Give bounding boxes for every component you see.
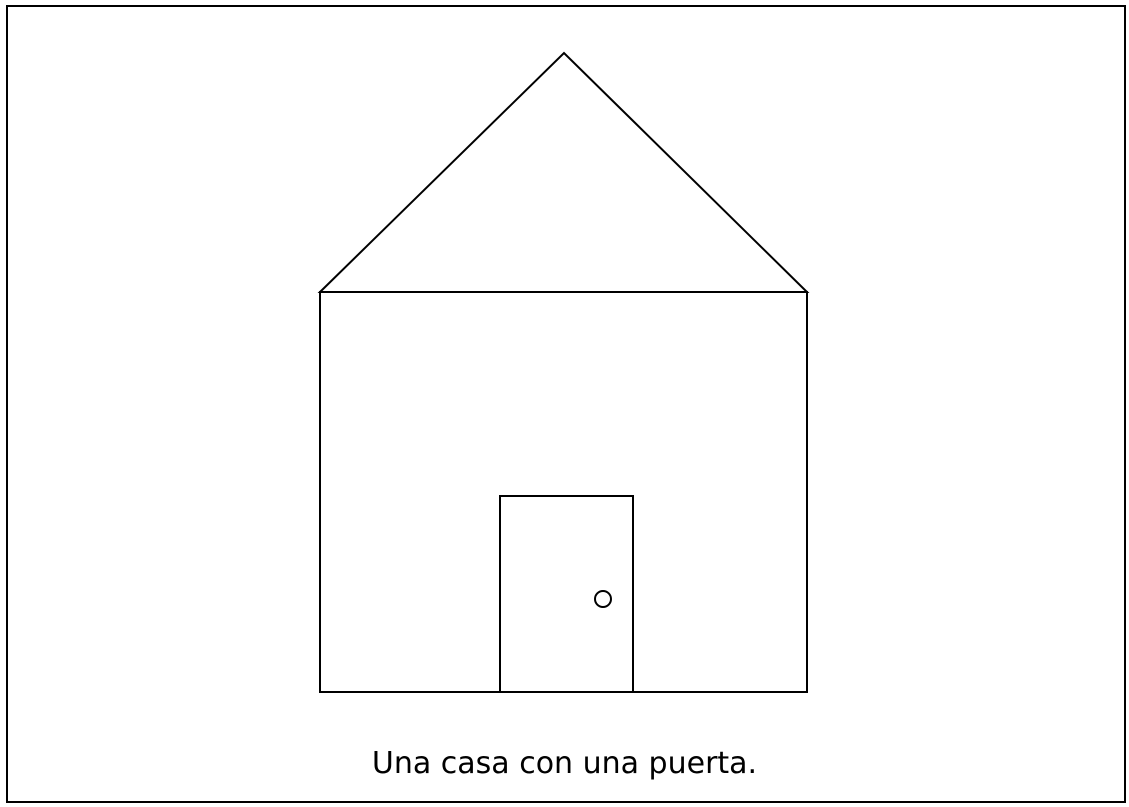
house-wall (319, 291, 808, 693)
page-frame (6, 5, 1126, 803)
caption-text: Una casa con una puerta. (371, 746, 758, 781)
house-door (499, 495, 634, 693)
door-knob (594, 590, 612, 608)
house-roof (317, 51, 810, 293)
